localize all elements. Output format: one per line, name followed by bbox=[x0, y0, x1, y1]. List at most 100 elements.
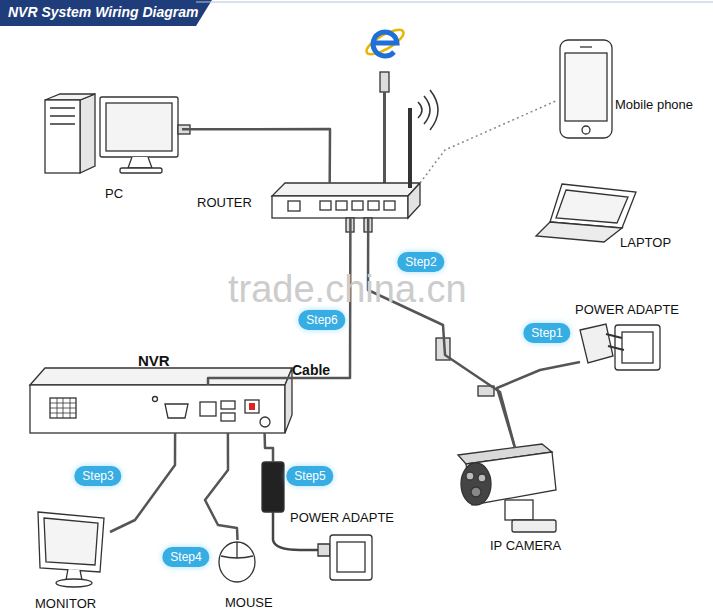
pc-drawing bbox=[45, 94, 190, 173]
mouse-drawing bbox=[219, 542, 255, 582]
device-label: IP CAMERA bbox=[490, 538, 561, 553]
device-label: ROUTER bbox=[197, 195, 252, 210]
pc-drawing bbox=[45, 100, 80, 173]
camera-drawing bbox=[471, 487, 481, 497]
nvr-drawing bbox=[50, 398, 76, 418]
cable bbox=[265, 433, 273, 462]
laptop-drawing bbox=[536, 184, 636, 242]
internet-icon bbox=[363, 25, 406, 183]
watermark: trade.china.cn bbox=[228, 268, 467, 311]
router-drawing bbox=[408, 183, 420, 218]
pc-drawing bbox=[100, 97, 178, 157]
cable-label: Cable bbox=[292, 362, 330, 378]
pc-drawing bbox=[80, 94, 95, 173]
step-badge: Step2 bbox=[397, 252, 444, 272]
laptop-drawing bbox=[550, 184, 636, 228]
nvr-drawing bbox=[30, 368, 292, 433]
nvr-drawing bbox=[249, 403, 255, 410]
cable bbox=[110, 433, 175, 532]
diagram-title: NVR System Wiring Diagram bbox=[8, 4, 198, 20]
laptop-drawing bbox=[556, 190, 628, 223]
camera-drawing bbox=[478, 386, 494, 396]
device-node: NVR bbox=[30, 385, 285, 433]
device-label: LAPTOP bbox=[620, 235, 671, 250]
monitor-drawing bbox=[38, 512, 104, 572]
nvr-drawing bbox=[221, 401, 235, 409]
power-adapter-drawing bbox=[262, 462, 284, 512]
pc-drawing bbox=[178, 125, 190, 134]
router-drawing bbox=[336, 201, 347, 210]
nvr-drawing bbox=[30, 385, 285, 433]
title-banner bbox=[0, 0, 713, 26]
device-node: IP CAMERA bbox=[458, 448, 558, 533]
router-drawing bbox=[368, 201, 379, 210]
outlet-drawing bbox=[606, 334, 624, 350]
camera-drawing bbox=[466, 472, 474, 480]
device-label: PC bbox=[105, 186, 123, 201]
router-drawing bbox=[346, 218, 354, 232]
router-drawing bbox=[272, 196, 408, 218]
device-node: POWER ADAPTE bbox=[262, 462, 284, 512]
router-drawing bbox=[418, 90, 438, 130]
outlet-drawing bbox=[615, 325, 660, 370]
cable bbox=[368, 218, 515, 448]
device-label: POWER ADAPTE bbox=[290, 510, 394, 525]
nvr-drawing bbox=[165, 404, 188, 418]
camera-drawing bbox=[461, 463, 491, 505]
nvr-drawing bbox=[153, 397, 158, 402]
cable bbox=[182, 129, 330, 183]
phone-drawing bbox=[580, 46, 592, 47]
power-adapter-drawing bbox=[330, 535, 372, 580]
mouse-drawing bbox=[221, 542, 253, 558]
device-node: POWER ADAPTE bbox=[580, 322, 662, 372]
device-node: PC bbox=[42, 92, 182, 175]
outlet-drawing bbox=[580, 324, 660, 370]
phone-drawing bbox=[560, 40, 612, 138]
step-badge: Step5 bbox=[286, 466, 333, 486]
device-label: MONITOR bbox=[35, 596, 96, 610]
router-drawing bbox=[288, 201, 300, 211]
nvr-drawing bbox=[30, 368, 292, 385]
monitor-drawing bbox=[56, 579, 92, 587]
mouse-drawing bbox=[219, 542, 255, 582]
router-drawing bbox=[320, 201, 331, 210]
pc-drawing bbox=[106, 103, 172, 151]
nvr-drawing bbox=[285, 368, 292, 433]
nvr-drawing bbox=[245, 400, 259, 413]
internet-icon bbox=[380, 72, 389, 92]
power-adapter-drawing bbox=[337, 542, 365, 572]
device-label: Mobile phone bbox=[615, 97, 693, 112]
step-badge: Step6 bbox=[298, 310, 345, 330]
device-label: NVR bbox=[138, 352, 170, 369]
phone-drawing bbox=[582, 126, 590, 134]
device-node: ROUTER bbox=[272, 183, 420, 218]
device-node: MONITOR bbox=[35, 508, 110, 588]
monitor-drawing bbox=[44, 518, 98, 565]
camera-drawing bbox=[478, 474, 486, 482]
wireless-link bbox=[420, 100, 558, 183]
pc-drawing bbox=[50, 108, 75, 124]
router-drawing bbox=[272, 183, 420, 196]
router-drawing bbox=[384, 201, 395, 210]
nvr-drawing bbox=[200, 402, 216, 416]
camera-drawing bbox=[436, 338, 556, 532]
phone-drawing bbox=[565, 53, 607, 121]
nvr-drawing bbox=[50, 398, 76, 418]
device-node: Mobile phone bbox=[558, 40, 613, 140]
cable bbox=[497, 362, 580, 448]
device-node: MOUSE bbox=[215, 540, 260, 580]
outlet-drawing bbox=[580, 324, 613, 363]
camera-drawing bbox=[436, 338, 450, 360]
camera-drawing bbox=[512, 520, 556, 532]
pc-drawing bbox=[128, 157, 152, 168]
internet-icon bbox=[373, 32, 397, 56]
step-badge: Step4 bbox=[162, 547, 209, 567]
router-drawing bbox=[408, 108, 412, 188]
laptop-drawing bbox=[536, 222, 622, 242]
camera-drawing bbox=[505, 500, 533, 520]
device-label: POWER ADAPTE bbox=[575, 302, 679, 317]
step-badge: Step3 bbox=[74, 466, 121, 486]
device-node: LAPTOP bbox=[538, 182, 638, 240]
title-banner bbox=[0, 0, 212, 26]
